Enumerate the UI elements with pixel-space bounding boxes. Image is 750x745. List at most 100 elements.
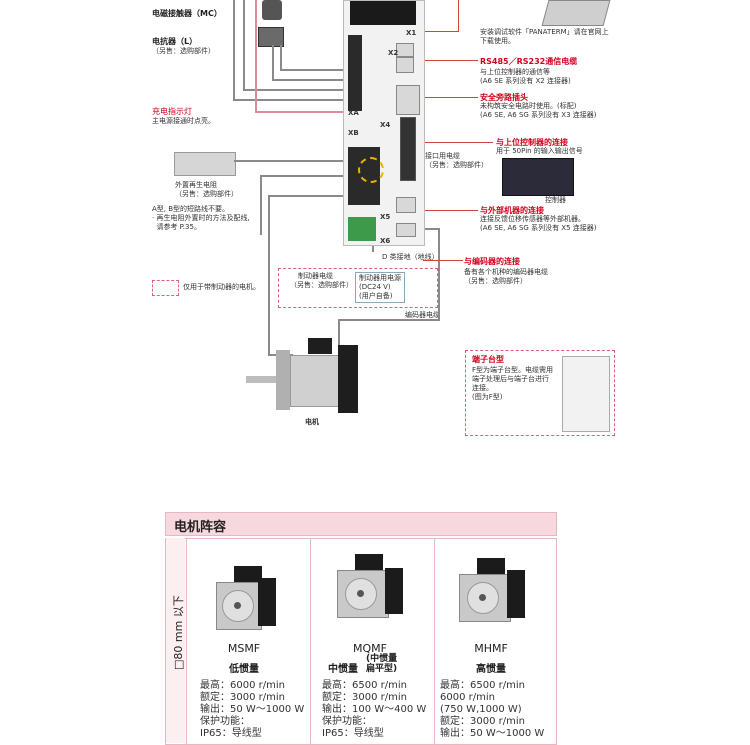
reactor-component-icon (258, 27, 284, 47)
wire (260, 175, 343, 177)
size-side-label: □80 mm 以下 (166, 538, 185, 743)
wire (423, 260, 463, 261)
wire (243, 0, 245, 90)
wire (268, 195, 270, 355)
ground-terminal (348, 217, 376, 241)
wire (260, 175, 262, 235)
rs485-note: 与上位控制器的通信等 (A6 SE 系列没有 X2 连接器) (480, 68, 571, 85)
resistor-note: （另售：选购部件） (152, 47, 215, 55)
mc-label: 电磁接触器（MC） (152, 9, 222, 18)
motor-body (290, 355, 342, 407)
wire (272, 45, 274, 80)
ext-title: 与外部机器的连接 (480, 206, 544, 215)
wire (234, 160, 343, 162)
x2-port (396, 57, 414, 73)
brake-area (278, 268, 438, 308)
msmf-name: MSMF (227, 642, 261, 655)
wire (280, 69, 343, 71)
msmf-type: 低惯量 (229, 664, 259, 675)
ab-note: A型, B型的短路线不要。 · 再生电阻外置时的方法及配线, 请参考 P.35。 (152, 205, 250, 231)
power-connector (348, 35, 362, 111)
terminal-title: 端子台型 (472, 355, 504, 364)
charge-note: 主电源接通时点亮。 (152, 117, 215, 125)
col-divider (310, 539, 311, 744)
host-title: 与上位控制器的连接 (496, 138, 568, 147)
x5-port (396, 197, 416, 213)
x4-connector (400, 117, 416, 181)
enc-title: 与编码器的连接 (464, 257, 520, 266)
table-header: 电机阵容 (165, 512, 557, 536)
motor-label: 电机 (305, 418, 319, 426)
mqmf-type-extra: (中惯量 扁平型) (366, 654, 398, 674)
rs485-title: RS485／RS232通信电缆 (480, 57, 578, 66)
wire (280, 45, 282, 70)
mqmf-motor-image (333, 548, 403, 618)
wire (423, 31, 459, 32)
regen-note: （另售：选购部件） (175, 190, 238, 198)
wire (458, 0, 459, 32)
servo-drive: X1 X2 XA X4 XB X5 X6 (343, 0, 425, 246)
terminal-type-box (465, 350, 615, 436)
regen-resistor-icon (174, 152, 236, 176)
terminal-note: F型为端子台型。电缆需用 端子处理后与端子台进行 连接。 (图为F型) (472, 366, 554, 401)
motor-connector-top (308, 338, 332, 354)
brake-cable-label: 制动器电缆 (298, 272, 333, 280)
safety-note: 未构筑安全电路时使用。(标配) (A6 SE, A6 SG 系列没有 X3 连接… (480, 102, 597, 119)
wire (255, 111, 343, 113)
wire (423, 228, 439, 230)
connector-x6: X6 (380, 237, 391, 245)
wire (268, 195, 343, 197)
wire (423, 60, 478, 61)
safety-title: 安全旁路插头 (480, 93, 528, 102)
connector-x1: X1 (406, 29, 417, 37)
x1-usb-port (396, 43, 414, 57)
wire (272, 79, 343, 81)
msmf-motor-image (208, 560, 278, 630)
resistor-label: 电抗器（L） (152, 37, 198, 46)
terminal-drive-icon (562, 356, 610, 432)
charge-lamp-marker (358, 157, 384, 183)
controller-icon (502, 158, 574, 196)
mc-component-icon (262, 0, 282, 20)
wire (438, 228, 440, 320)
drive-display (350, 1, 416, 25)
ground-label: D 类接地（地线） (382, 253, 439, 261)
enc-note: 备有各个机种的编码器电缆 (464, 268, 548, 276)
wire (233, 99, 343, 101)
wire (423, 142, 493, 143)
col-divider (186, 539, 187, 744)
wire (338, 319, 440, 321)
legend-dashed-box (152, 280, 179, 296)
connector-x4: X4 (380, 121, 391, 129)
laptop-icon (541, 0, 611, 26)
mqmf-name: MQMF (353, 642, 387, 655)
col-divider (434, 539, 435, 744)
ext-note: 连接反馈位移传感器等外部机器。 (A6 SE, A6 SG 系列没有 X5 连接… (480, 215, 597, 232)
wire (372, 244, 374, 252)
mhmf-motor-image (455, 552, 525, 622)
connector-x5: X5 (380, 213, 391, 221)
wire (423, 210, 478, 211)
wire (338, 319, 340, 347)
brake-gap (349, 271, 352, 301)
regen-label: 外置再生电阻 (175, 181, 217, 189)
size-label-text: □80 mm 以下 (172, 595, 185, 670)
enc-note-2: （另售：选购部件） (464, 277, 527, 285)
host-note: 用于 50Pin 的输入输出信号 (496, 147, 583, 155)
wire (243, 89, 343, 91)
mqmf-specs: 最高：6500 r/min 额定：3000 r/min 输出：100 W～400… (322, 680, 427, 739)
msmf-specs: 最高：6000 r/min 额定：3000 r/min 输出：50 W～1000… (200, 680, 305, 739)
table-title: 电机阵容 (174, 520, 227, 535)
mhmf-type: 高惯量 (476, 664, 506, 675)
wire (255, 0, 257, 112)
legend-text: 仅用于带制动器的电机。 (183, 283, 260, 291)
iface-cable-note: （另售：选购部件） (425, 161, 488, 169)
brake-cable-note: （另售：选购部件） (290, 281, 353, 289)
x6-port (396, 223, 416, 237)
motor-flange (276, 350, 290, 410)
connector-x2: X2 (388, 49, 399, 57)
iface-cable-label: 接口用电缆 (425, 152, 460, 160)
mhmf-specs: 最高：6500 r/min 6000 r/min (750 W,1000 W) … (440, 680, 545, 739)
wire (233, 0, 235, 100)
wire (423, 97, 478, 98)
